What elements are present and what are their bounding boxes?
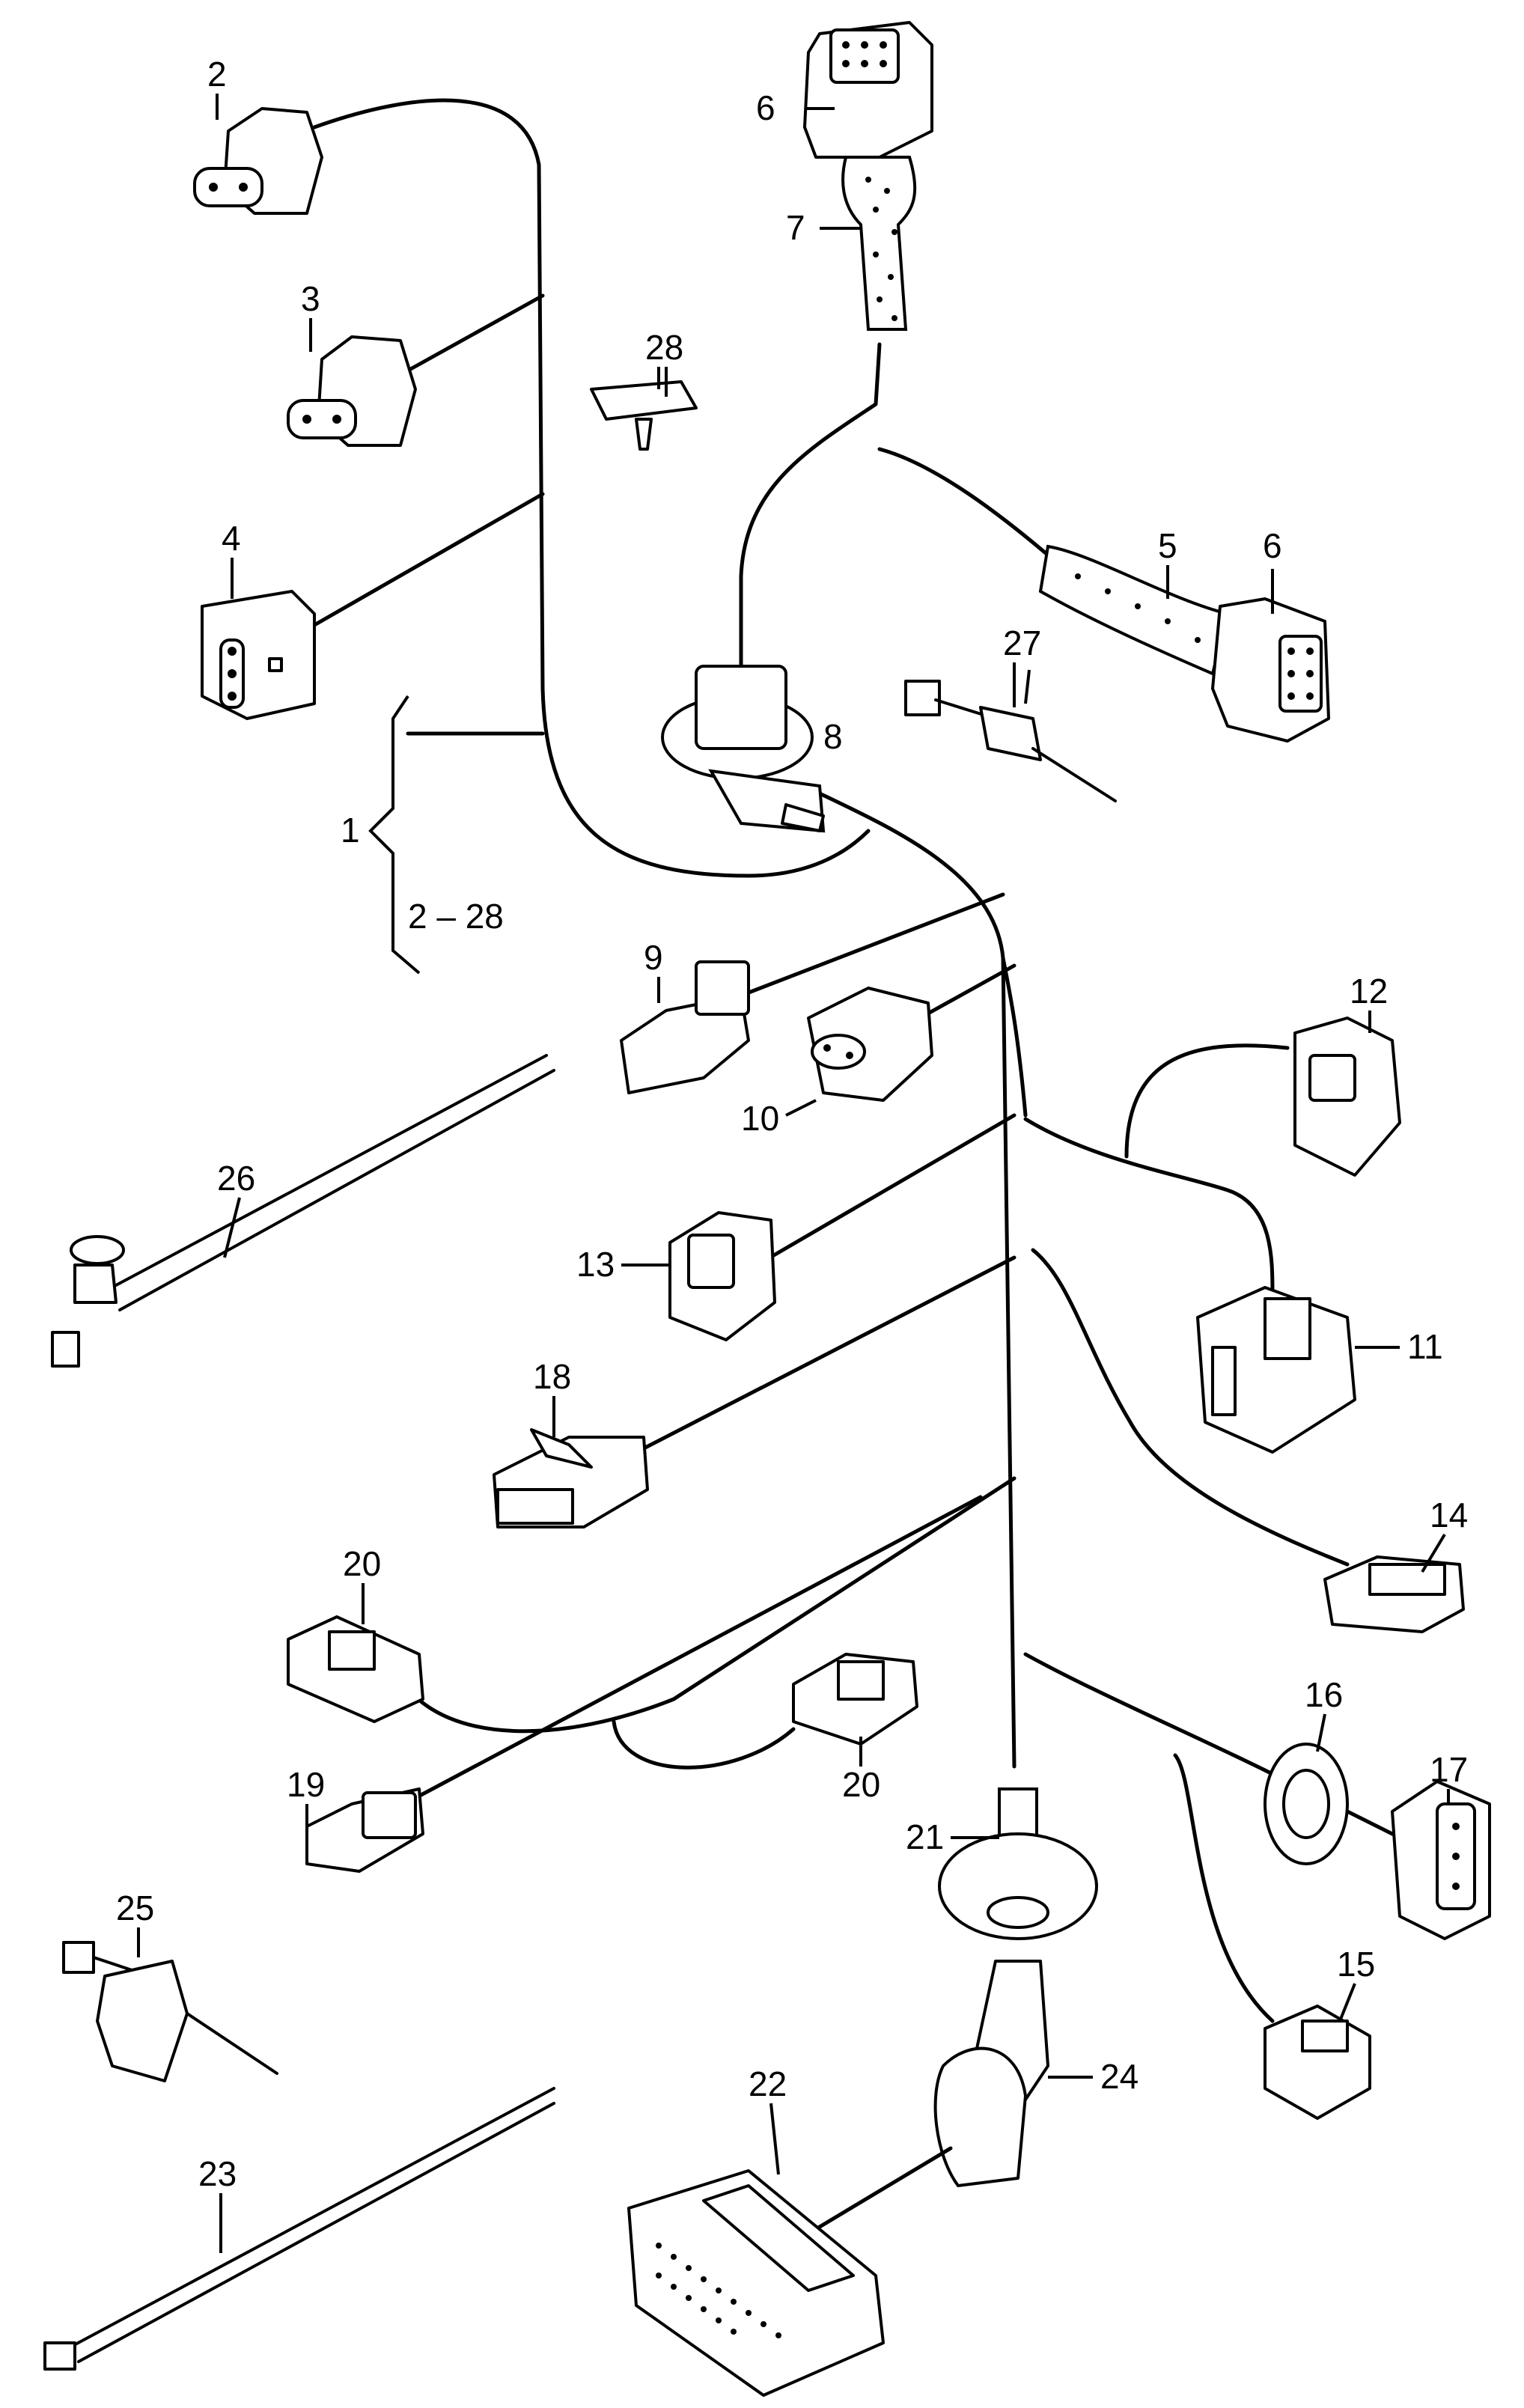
callout-17: 17: [1430, 1750, 1468, 1789]
callout-3: 3: [301, 279, 320, 318]
grommet-16: [1264, 1743, 1349, 1865]
grommet-21: [938, 1787, 1098, 1940]
connector-19: [305, 1787, 424, 1873]
connector-14: [1323, 1555, 1465, 1633]
wire-trunk-left: [312, 98, 871, 878]
corrugated-sleeve-24: [933, 1960, 1049, 2187]
callout-2: 2: [207, 55, 227, 94]
callout-22: 22: [749, 2064, 787, 2103]
connector-17: [1391, 1780, 1491, 1940]
callout-10: 10: [741, 1099, 779, 1138]
wire-to-connector-19: [402, 1495, 983, 1806]
callout-13: 13: [576, 1245, 615, 1284]
callout-27: 27: [1003, 624, 1041, 662]
cable-tie-23: [43, 2087, 555, 2371]
connector-3: [287, 335, 417, 447]
callout-6b: 6: [1263, 526, 1282, 565]
callout-24: 24: [1100, 2057, 1139, 2096]
corrugated-sleeve-7: [841, 156, 917, 331]
wire-main-spine: [817, 791, 1016, 1769]
connector-6-right: [1211, 597, 1330, 743]
callout-2-28: 2 – 28: [408, 897, 504, 936]
wire-to-connector-18: [641, 1255, 1016, 1451]
connector-10: [807, 987, 933, 1102]
callout-11: 11: [1407, 1327, 1443, 1366]
wire-to-connector-3: [406, 293, 545, 373]
connector-18: [493, 1428, 649, 1528]
wire-from-grommet-8: [739, 342, 882, 698]
callout-6a: 6: [756, 88, 775, 127]
push-clip-28: [590, 380, 698, 451]
callout-19: 19: [287, 1765, 325, 1804]
wire-to-connector-9: [739, 892, 1005, 998]
wire-to-connector-20a: [402, 1476, 1016, 1734]
connector-2: [193, 107, 323, 215]
wire-to-connector-15: [1173, 1753, 1275, 2023]
wire-to-connector-13: [761, 1113, 1016, 1264]
wire-to-connector-14: [1031, 1248, 1350, 1567]
callout-12: 12: [1350, 972, 1388, 1011]
grommet-8: [661, 665, 826, 833]
leader-lines: [137, 94, 1450, 2253]
callout-25: 25: [116, 1889, 154, 1927]
callout-28: 28: [645, 328, 683, 367]
callout-20b: 20: [842, 1765, 880, 1804]
connector-22: [627, 2146, 953, 2397]
callout-18: 18: [533, 1357, 571, 1396]
cable-tie-26: [51, 1054, 555, 1368]
wire-to-connector-11: [1023, 1117, 1275, 1297]
callout-5: 5: [1158, 526, 1177, 565]
corrugated-sleeve-5: [1038, 544, 1230, 676]
callout-8: 8: [823, 717, 843, 756]
callout-15: 15: [1337, 1945, 1375, 1984]
callout-21: 21: [906, 1817, 944, 1856]
callout-4: 4: [222, 519, 241, 558]
callout-9: 9: [644, 938, 663, 977]
connector-9: [620, 960, 750, 1094]
connector-20b: [792, 1653, 918, 1746]
callout-20a: 20: [343, 1544, 381, 1583]
cable-tie-27: [904, 680, 1117, 802]
connector-20a: [287, 1615, 424, 1723]
wire-to-connector-4: [312, 492, 545, 627]
cable-tie-25: [62, 1941, 278, 2082]
callout-14: 14: [1430, 1496, 1468, 1534]
connector-4: [201, 590, 316, 720]
callout-1: 1: [341, 811, 360, 850]
connector-11: [1196, 1286, 1356, 1454]
connector-12: [1293, 1016, 1401, 1177]
connector-13: [668, 1211, 776, 1341]
callout-23: 23: [198, 2154, 237, 2193]
connector-6-top: [803, 21, 933, 159]
wire-to-connector-5: [877, 447, 1058, 564]
connector-15: [1264, 2005, 1371, 2120]
callout-16: 16: [1305, 1675, 1343, 1714]
harness-wires: [312, 98, 1395, 2023]
wire-to-connector-12: [1124, 1043, 1290, 1159]
wire-to-connector-16: [1023, 1652, 1275, 1776]
callout-labels: 1 2 – 28 2 3 4 5 6 6 7 8 9 10 11 12 13 1…: [116, 55, 1468, 2193]
callout-7: 7: [786, 208, 805, 247]
callout-26: 26: [217, 1159, 255, 1198]
wire-to-connector-20b: [612, 1719, 796, 1770]
